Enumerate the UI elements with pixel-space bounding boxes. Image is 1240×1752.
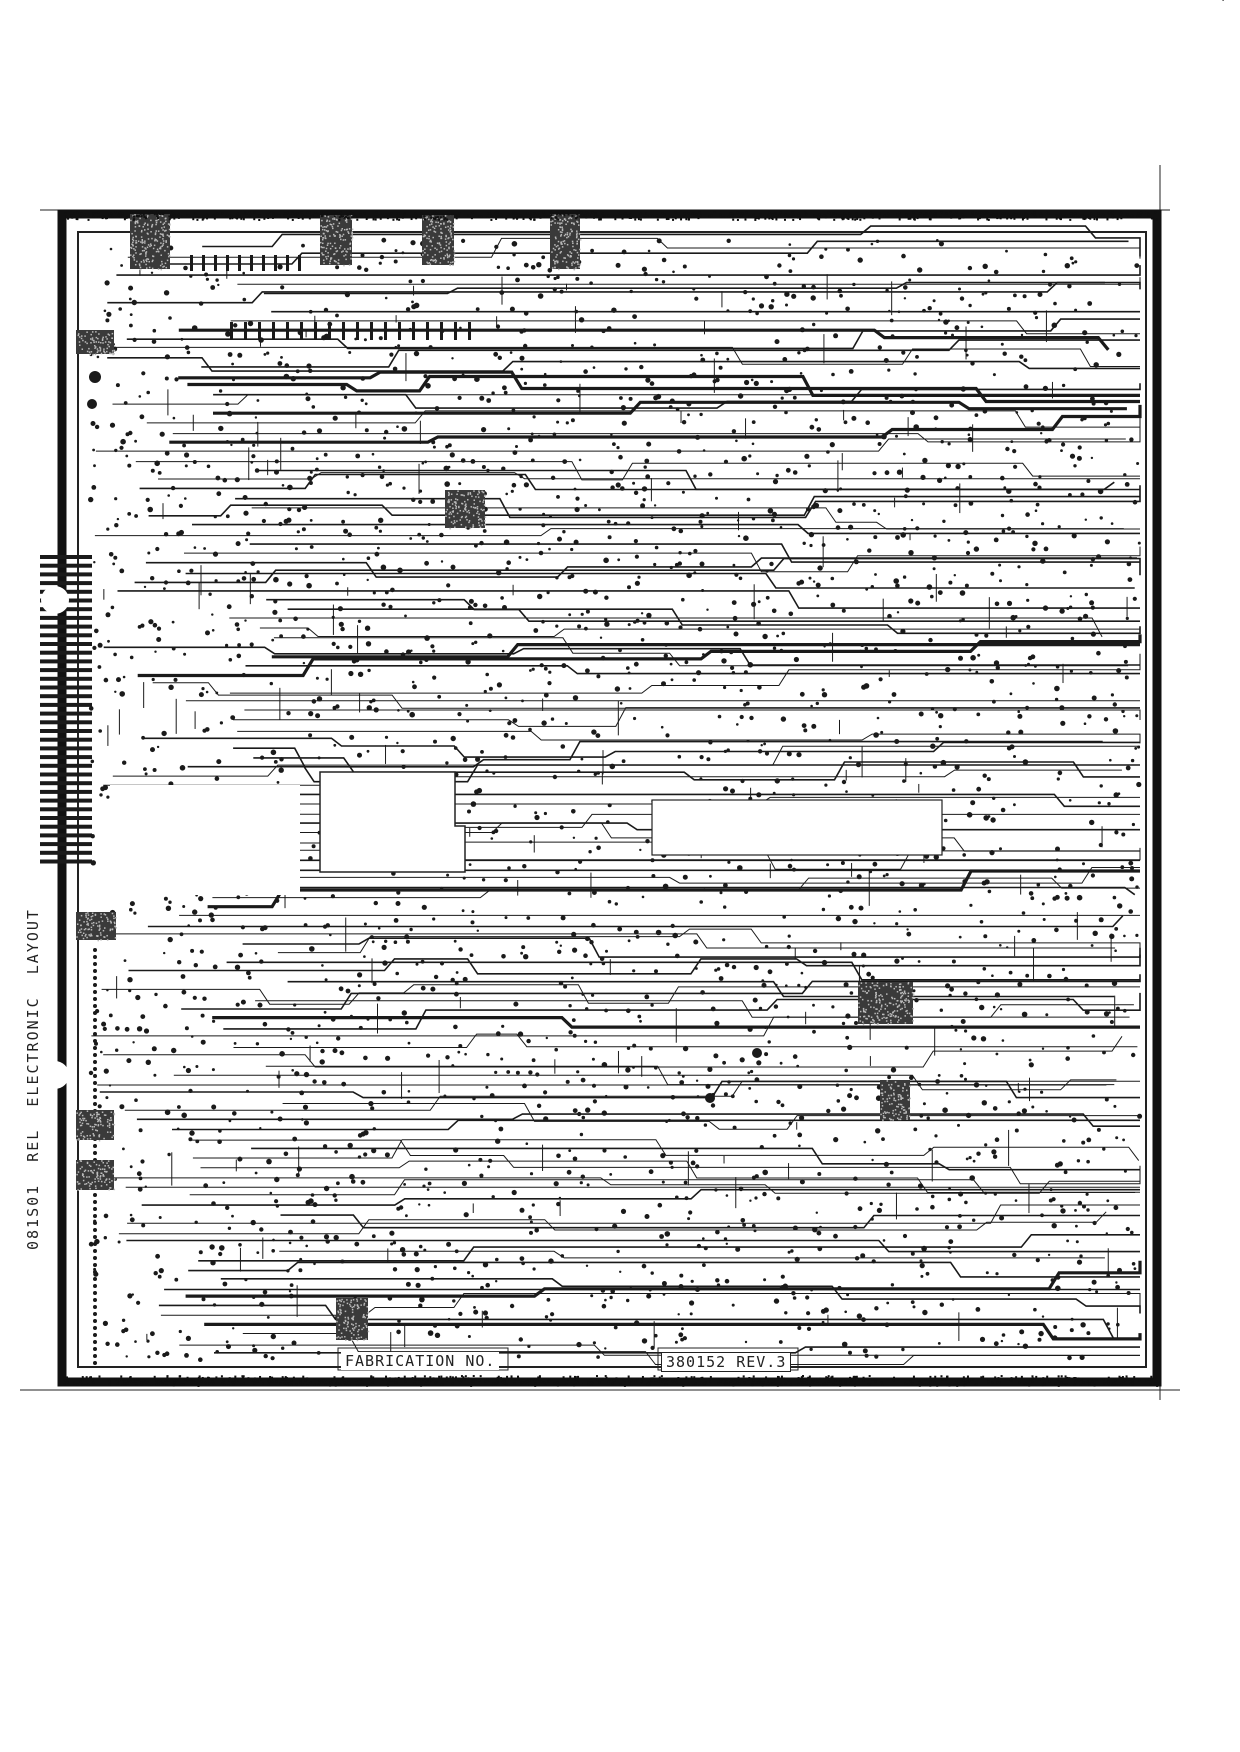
copper-blocks	[63, 211, 1159, 1387]
fabrication-label: FABRICATION NO.	[341, 1352, 500, 1370]
fabrication-number: 380152 REV.3	[661, 1352, 792, 1372]
edge-connector	[40, 555, 92, 1089]
circuit-traces	[91, 225, 1142, 1371]
blank-regions	[110, 771, 943, 895]
component-pads	[87, 237, 1143, 1365]
